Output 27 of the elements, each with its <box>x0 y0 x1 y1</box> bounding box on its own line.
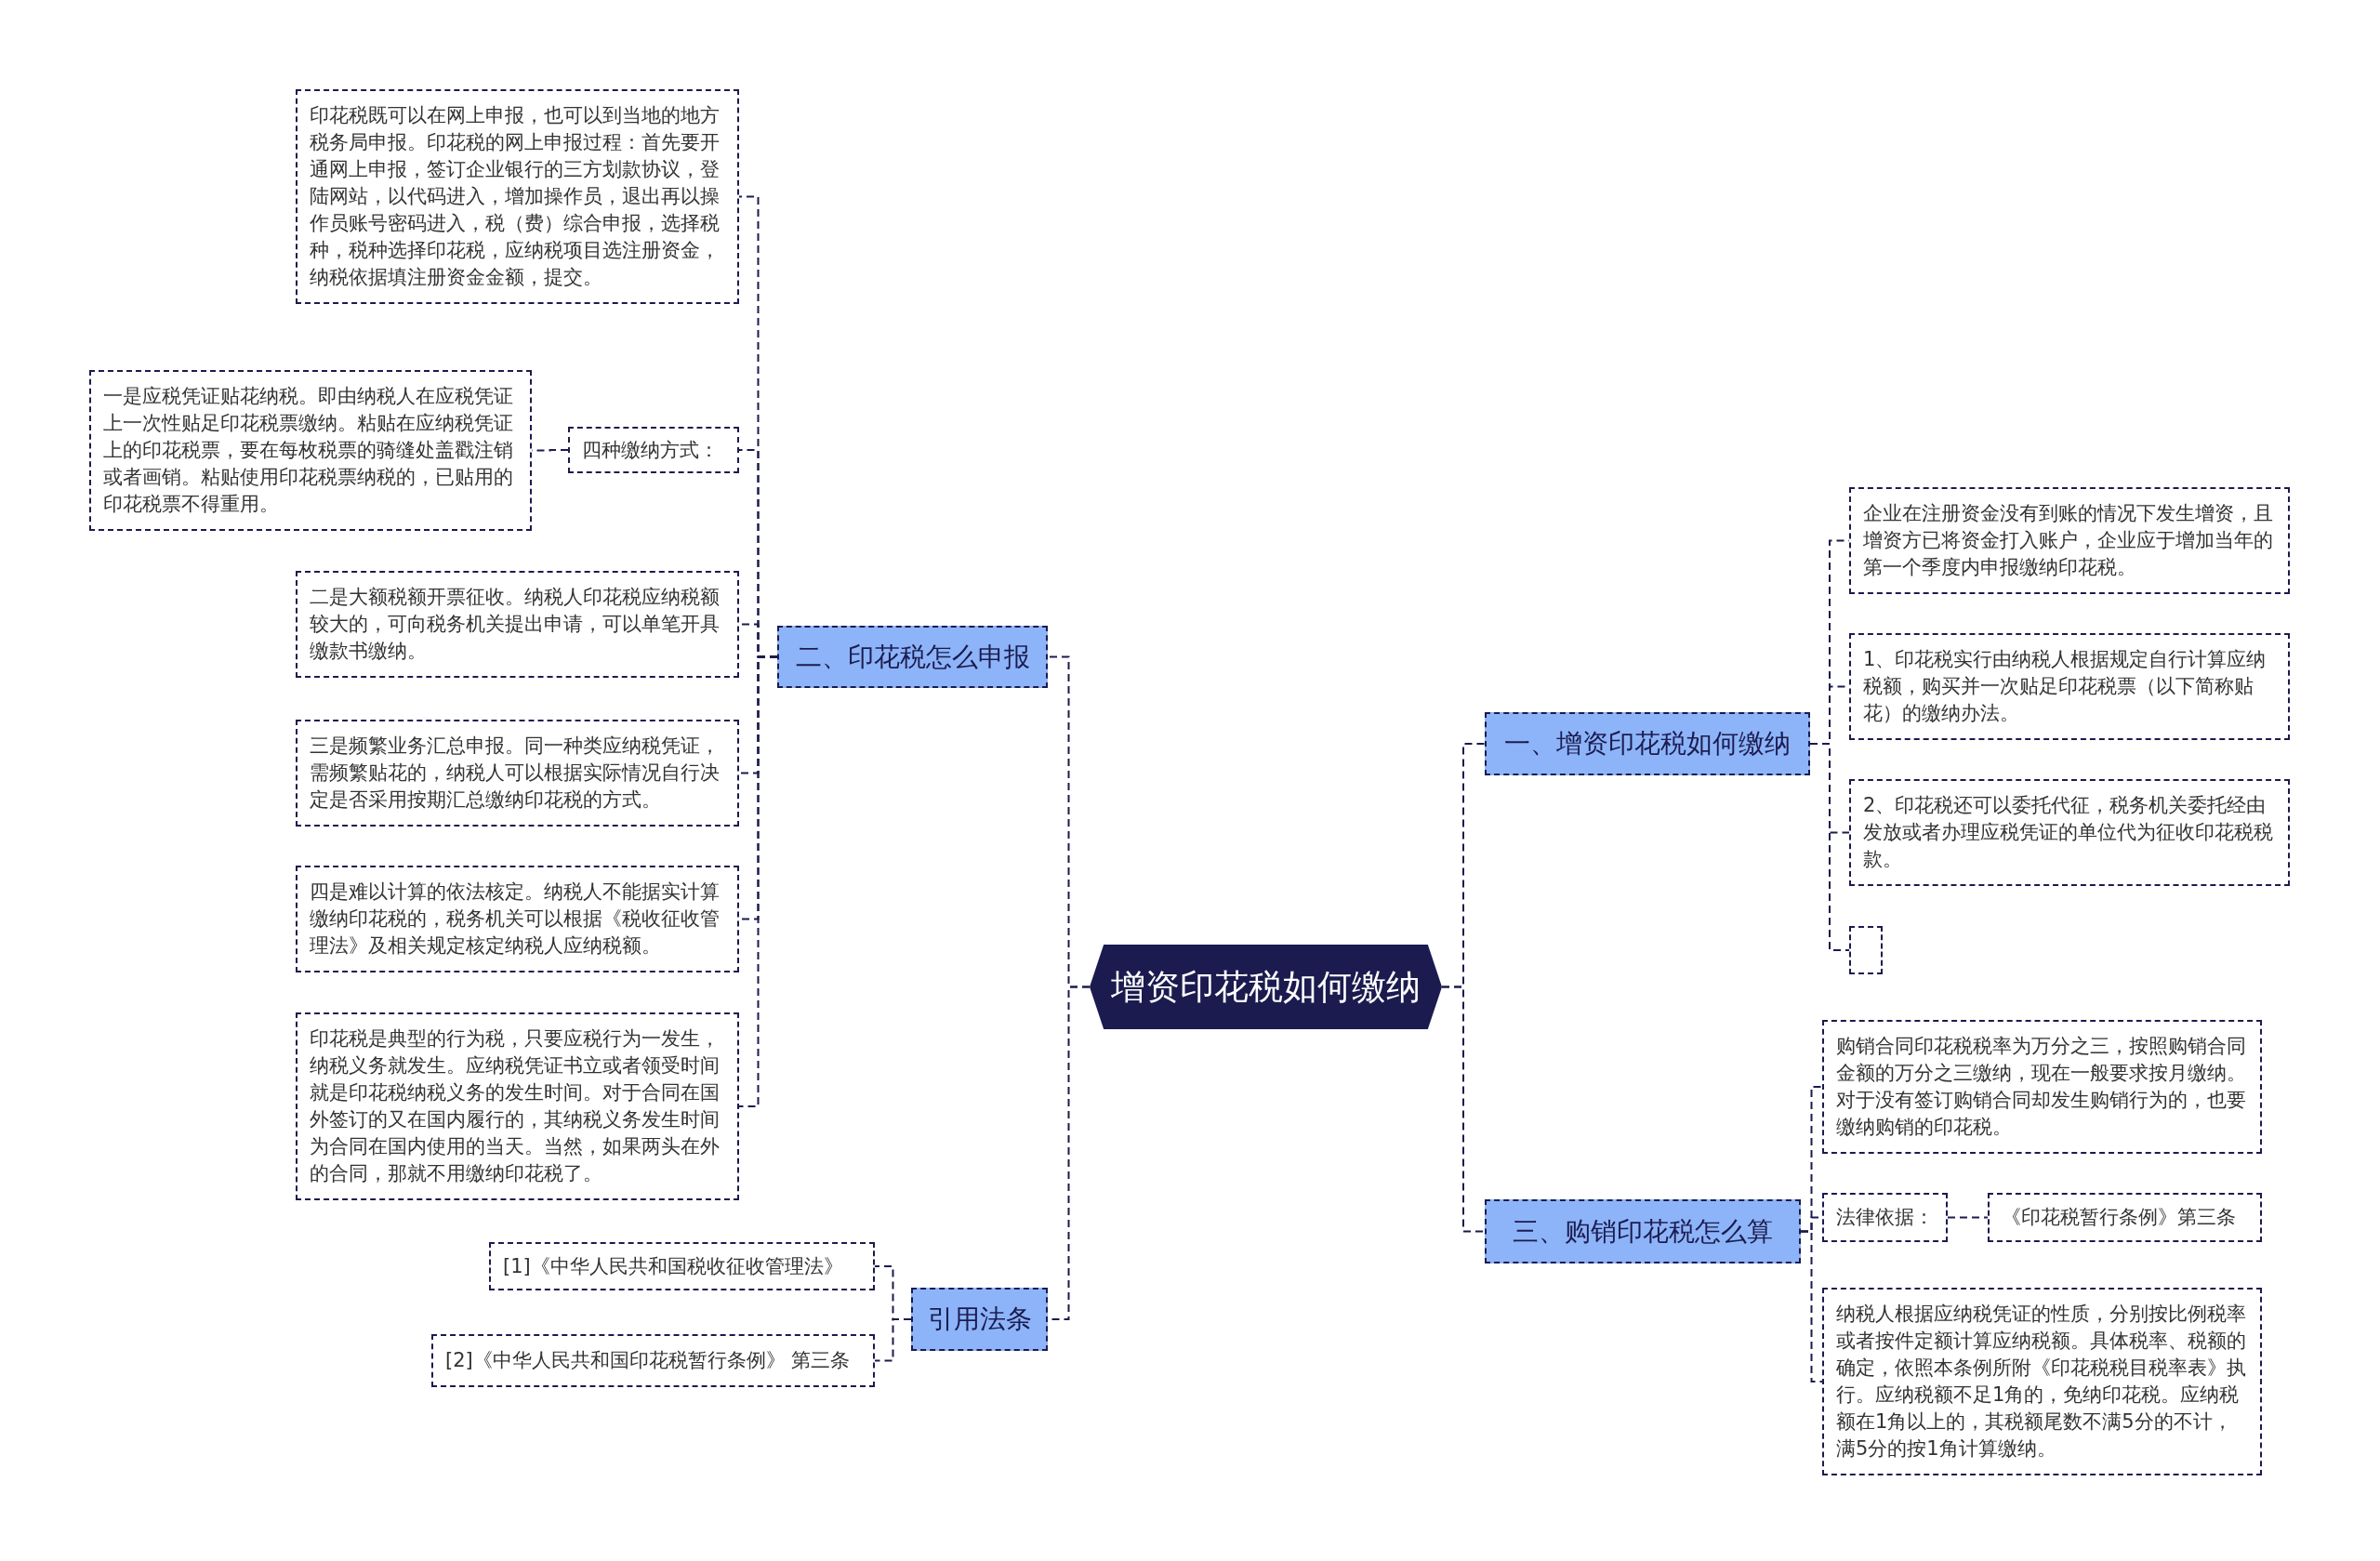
note-box: 四是难以计算的依法核定。纳税人不能据实计算缴纳印花税的，税务机关可以根据《税收征收管理法》及相关规定核定纳税人应纳税额。 <box>296 866 739 972</box>
note-box: [2]《中华人民共和国印花税暂行条例》 第三条 <box>431 1334 875 1387</box>
note-box: [1]《中华人民共和国税收征收管理法》 <box>489 1242 875 1290</box>
note-box: 二是大额税额开票征收。纳税人印花税应纳税额较大的，可向税务机关提出申请，可以单笔开具缴款书缴纳。 <box>296 571 739 678</box>
note-box: 三是频繁业务汇总申报。同一种类应纳税凭证，需频繁贴花的，纳税人可以根据实际情况自行决定是否采用按期汇总缴纳印花税的方式。 <box>296 720 739 827</box>
connector-line <box>1809 743 1850 951</box>
note-box: 纳税人根据应纳税凭证的性质，分别按比例税率或者按件定额计算应纳税额。具体税率、税额的确定，依照本条例所附《印花税税目税率表》执行。应纳税额不足1角的，免纳印花税。应纳税额在1角以上的，其税额尾数不满5分的不计，满5分的按1角计算缴纳。 <box>1822 1288 2262 1475</box>
note-box: 企业在注册资金没有到账的情况下发生增资，且增资方已将资金打入账户，企业应于增加当年的第一个季度内申报缴纳印花税。 <box>1849 487 2290 594</box>
connector-line <box>874 1318 912 1362</box>
connector-line <box>1441 986 1486 1233</box>
connector-line <box>1800 1230 1823 1382</box>
empty-box <box>1849 926 1883 974</box>
note-box: 印花税是典型的行为税，只要应税行为一发生，纳税义务就发生。应纳税凭证书立或者领受时间就是印花税纳税义务的发生时间。对于合同在国外签订的又在国内履行的，其纳税义务发生时间为合同在国内使用的当天。当然，如果两头在外的合同，那就不用缴纳印花税了。 <box>296 1012 739 1200</box>
note-box: 法律依据： <box>1822 1193 1948 1242</box>
note-box: 四种缴纳方式： <box>568 427 739 473</box>
branch-box: 引用法条 <box>911 1288 1048 1351</box>
branch-box: 一、增资印花税如何缴纳 <box>1485 712 1810 775</box>
note-box: 2、印花税还可以委托代征，税务机关委托经由发放或者办理应税凭证的单位代为征收印花税税款。 <box>1849 779 2290 886</box>
note-box: 1、印花税实行由纳税人根据规定自行计算应纳税额，购买并一次贴足印花税票（以下简称贴花）的缴纳办法。 <box>1849 633 2290 740</box>
connector-line <box>1947 1216 1989 1219</box>
branch-box: 三、购销印花税怎么算 <box>1485 1199 1801 1263</box>
note-box: 印花税既可以在网上申报，也可以到当地的地方税务局申报。印花税的网上申报过程：首先要开通网上申报，签订企业银行的三方划款协议，登陆网站，以代码进入，增加操作员，退出再以操作员账号密码进入，税（费）综合申报，选择税种，税种选择印花税，应纳税项目选注册资金，纳税依据填注册资金金额，提交。 <box>296 89 739 304</box>
branch-box: 二、印花税怎么申报 <box>777 626 1048 688</box>
note-box: 购销合同印花税税率为万分之三，按照购销合同金额的万分之三缴纳，现在一般要求按月缴纳。对于没有签订购销合同却发生购销行为的，也要缴纳购销的印花税。 <box>1822 1020 2262 1154</box>
topic-box: 增资印花税如何缴纳 <box>1090 945 1442 1029</box>
note-box: 一是应税凭证贴花纳税。即由纳税人在应税凭证上一次性贴足印花税票缴纳。粘贴在应纳税凭证上的印花税票，要在每枚税票的骑缝处盖戳注销或者画销。粘贴使用印花税票纳税的，已贴用的印花税票不得重用。 <box>89 370 532 531</box>
note-box: 《印花税暂行条例》第三条 <box>1988 1193 2262 1242</box>
